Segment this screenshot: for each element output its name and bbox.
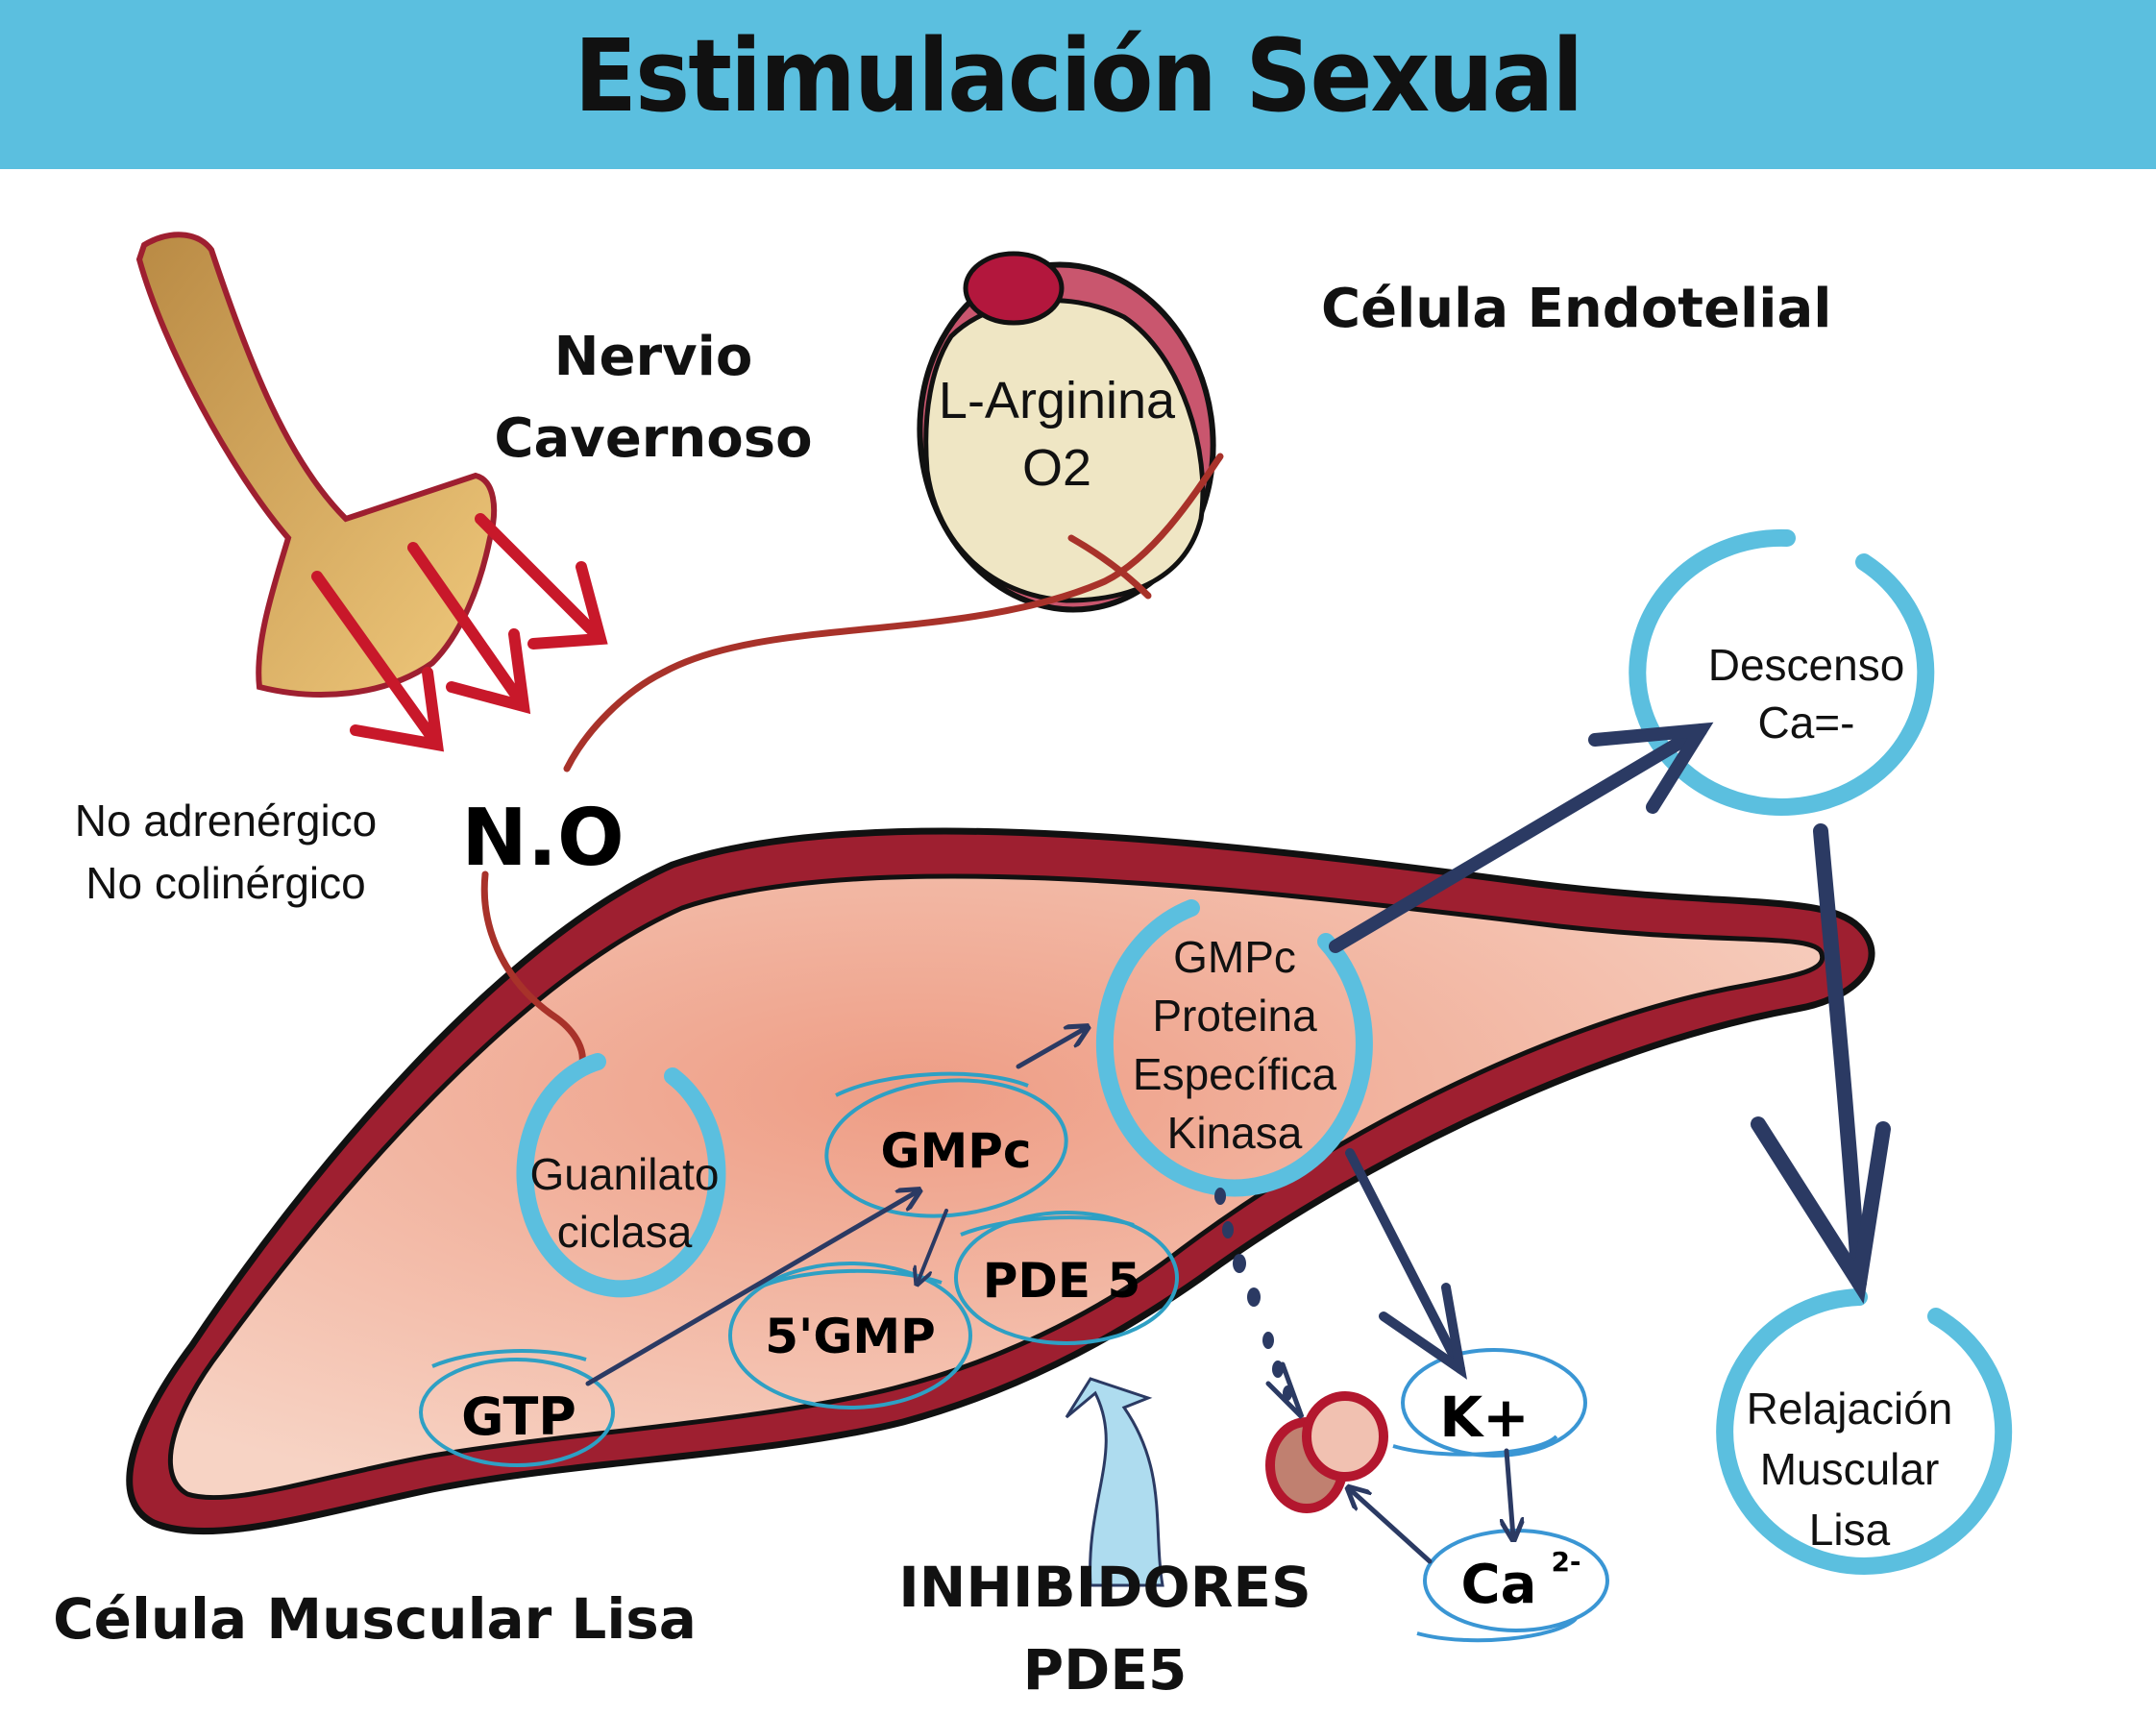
arrow-gtp-gmpc <box>585 1191 918 1386</box>
guanilato-label-2: ciclasa <box>557 1207 693 1257</box>
no-diffusion-line <box>480 453 1224 1070</box>
kinase-label-4: Kinasa <box>1167 1108 1303 1158</box>
pde5-ellipse <box>954 1211 1179 1345</box>
arrow-kinase-k <box>1345 1148 1465 1374</box>
arrow-kinase-descenso <box>1329 723 1707 953</box>
relajacion-label-1: Relajación <box>1747 1384 1953 1434</box>
kinase-label-3: Específica <box>1133 1049 1337 1099</box>
ion-channel-icon <box>1265 1391 1388 1513</box>
gmp5-ellipse <box>728 1262 972 1410</box>
endothelial-cell-icon <box>917 251 1216 613</box>
arrow-descenso-relajacion <box>1813 823 1867 1290</box>
gmp5-label: 5'GMP <box>765 1309 936 1364</box>
no-adrenergic-label: No adrenérgico <box>75 796 378 846</box>
k-label: K+ <box>1439 1385 1530 1450</box>
relajacion-label-3: Lisa <box>1809 1505 1891 1555</box>
pathway-arrows <box>585 722 1891 1564</box>
gmpc-ellipse <box>824 1078 1068 1218</box>
endothelial-label: Célula Endotelial <box>1321 278 1831 340</box>
nerve-release-arrows <box>311 513 608 752</box>
arrow-ca-channel <box>1350 1489 1433 1564</box>
gtp-label: GTP <box>461 1386 576 1447</box>
k-ellipse <box>1401 1348 1587 1458</box>
page-title: Estimulación Sexual <box>574 17 1584 135</box>
guanilato-label-1: Guanilato <box>530 1149 720 1199</box>
nerve-label-line1: Nervio <box>554 326 753 388</box>
smooth-muscle-cell-icon <box>126 827 1875 1535</box>
descenso-ring <box>1629 528 1935 816</box>
curved-arrow-icon <box>1065 1377 1164 1587</box>
arrow-k-ca <box>1507 1448 1513 1537</box>
arrow-gmpc-kinase <box>1016 1028 1086 1069</box>
nerve-label-line2: Cavernoso <box>494 407 812 470</box>
descenso-label-2: Ca=- <box>1758 698 1855 748</box>
no-label: N.O <box>461 793 625 884</box>
smooth-cell-label: Célula Muscular Lisa <box>53 1586 697 1652</box>
inhibitors-label-2: PDE5 <box>1023 1637 1188 1703</box>
title-banner <box>0 0 2156 169</box>
o2-label: O2 <box>1022 439 1091 497</box>
gmpc-label: GMPc <box>880 1123 1031 1179</box>
guanilato-ring <box>516 1053 726 1298</box>
l-arginina-label: L-Arginina <box>939 372 1176 429</box>
nerve-terminal-icon <box>135 232 498 698</box>
inhibitors-label-1: INHIBIDORES <box>898 1555 1311 1620</box>
arrow-gmpc-5gmp <box>918 1209 948 1283</box>
descenso-label-1: Descenso <box>1708 640 1905 690</box>
kinase-label-1: GMPc <box>1173 932 1296 982</box>
relajacion-ring <box>1716 1288 2013 1575</box>
pde5-label: PDE 5 <box>983 1253 1141 1309</box>
gtp-ellipse <box>419 1358 615 1467</box>
protein-kinase-ring <box>1095 899 1373 1197</box>
relajacion-label-2: Muscular <box>1760 1444 1940 1494</box>
ca-superscript: 2- <box>1551 1546 1580 1578</box>
no-cholinergic-label: No colinérgico <box>86 858 365 908</box>
dotted-pathway <box>1214 1188 1305 1419</box>
kinase-label-2: Proteina <box>1152 991 1317 1041</box>
ca-label: Ca <box>1461 1554 1537 1616</box>
